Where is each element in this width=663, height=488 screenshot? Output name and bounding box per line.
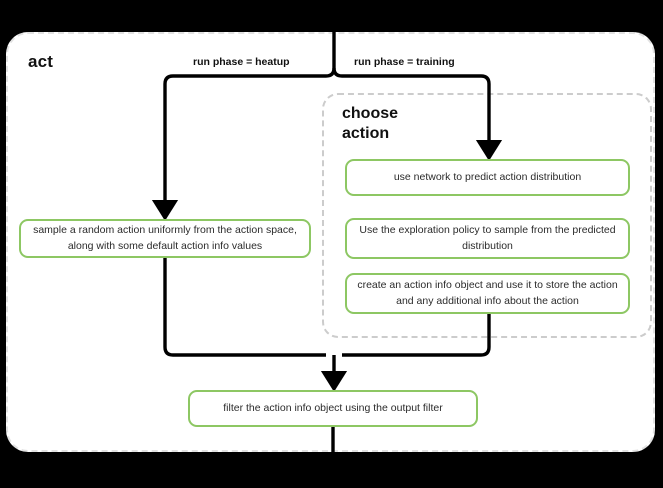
node-sample-random-action[interactable]: sample a random action uniformly from th… xyxy=(19,219,311,258)
node-exploration-policy[interactable]: Use the exploration policy to sample fro… xyxy=(345,218,630,259)
choose-action-label-line-2: action xyxy=(342,125,390,142)
node-create-action-info-object[interactable]: create an action info object and use it … xyxy=(345,273,630,314)
choose-action-group-label: choose action xyxy=(342,104,472,144)
edge-label-heatup: run phase = heatup xyxy=(193,56,290,68)
act-group-label: act xyxy=(28,52,54,71)
edge-label-training: run phase = training xyxy=(354,56,455,68)
node-output-filter[interactable]: filter the action info object using the … xyxy=(188,390,478,427)
node-use-network-predict[interactable]: use network to predict action distributi… xyxy=(345,159,630,196)
choose-action-label-line-1: choose xyxy=(342,105,399,122)
